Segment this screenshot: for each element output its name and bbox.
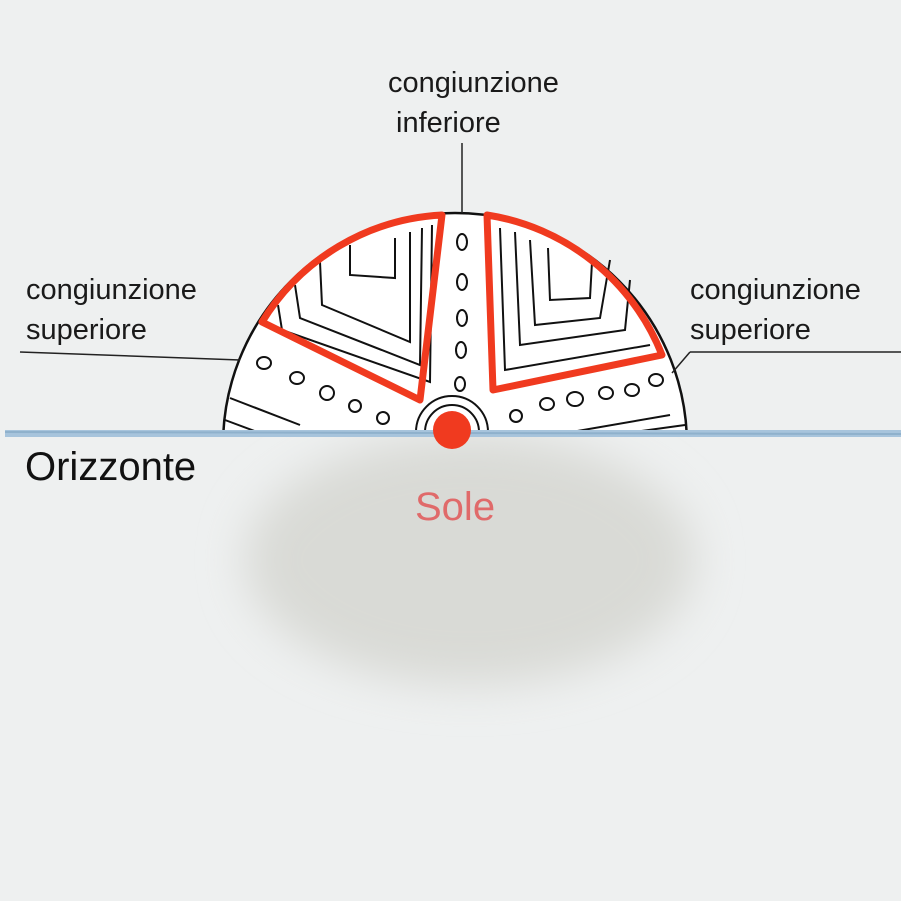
label-superior-right-line1: congiunzione [690,274,861,306]
sun-dot [433,411,471,449]
label-superior-conjunction-left: congiunzione superiore [26,270,197,350]
label-superior-left-line2: superiore [26,314,147,346]
label-inferior-conjunction-line2: inferiore [396,107,501,139]
label-horizon: Orizzonte [25,445,197,489]
label-inferior-conjunction-line1: congiunzione [388,67,559,99]
label-superior-conjunction-right: congiunzione superiore [690,270,861,350]
lower-disc-shadow [245,435,695,685]
highlight-sector-right [483,211,666,394]
label-superior-left-line1: congiunzione [26,274,197,306]
label-inferior-conjunction: congiunzione inferiore [388,63,559,143]
label-superior-right-line2: superiore [690,314,811,346]
label-sun: Sole [415,485,496,529]
highlight-sector-left [258,211,446,404]
leader-line-left [19,351,241,361]
